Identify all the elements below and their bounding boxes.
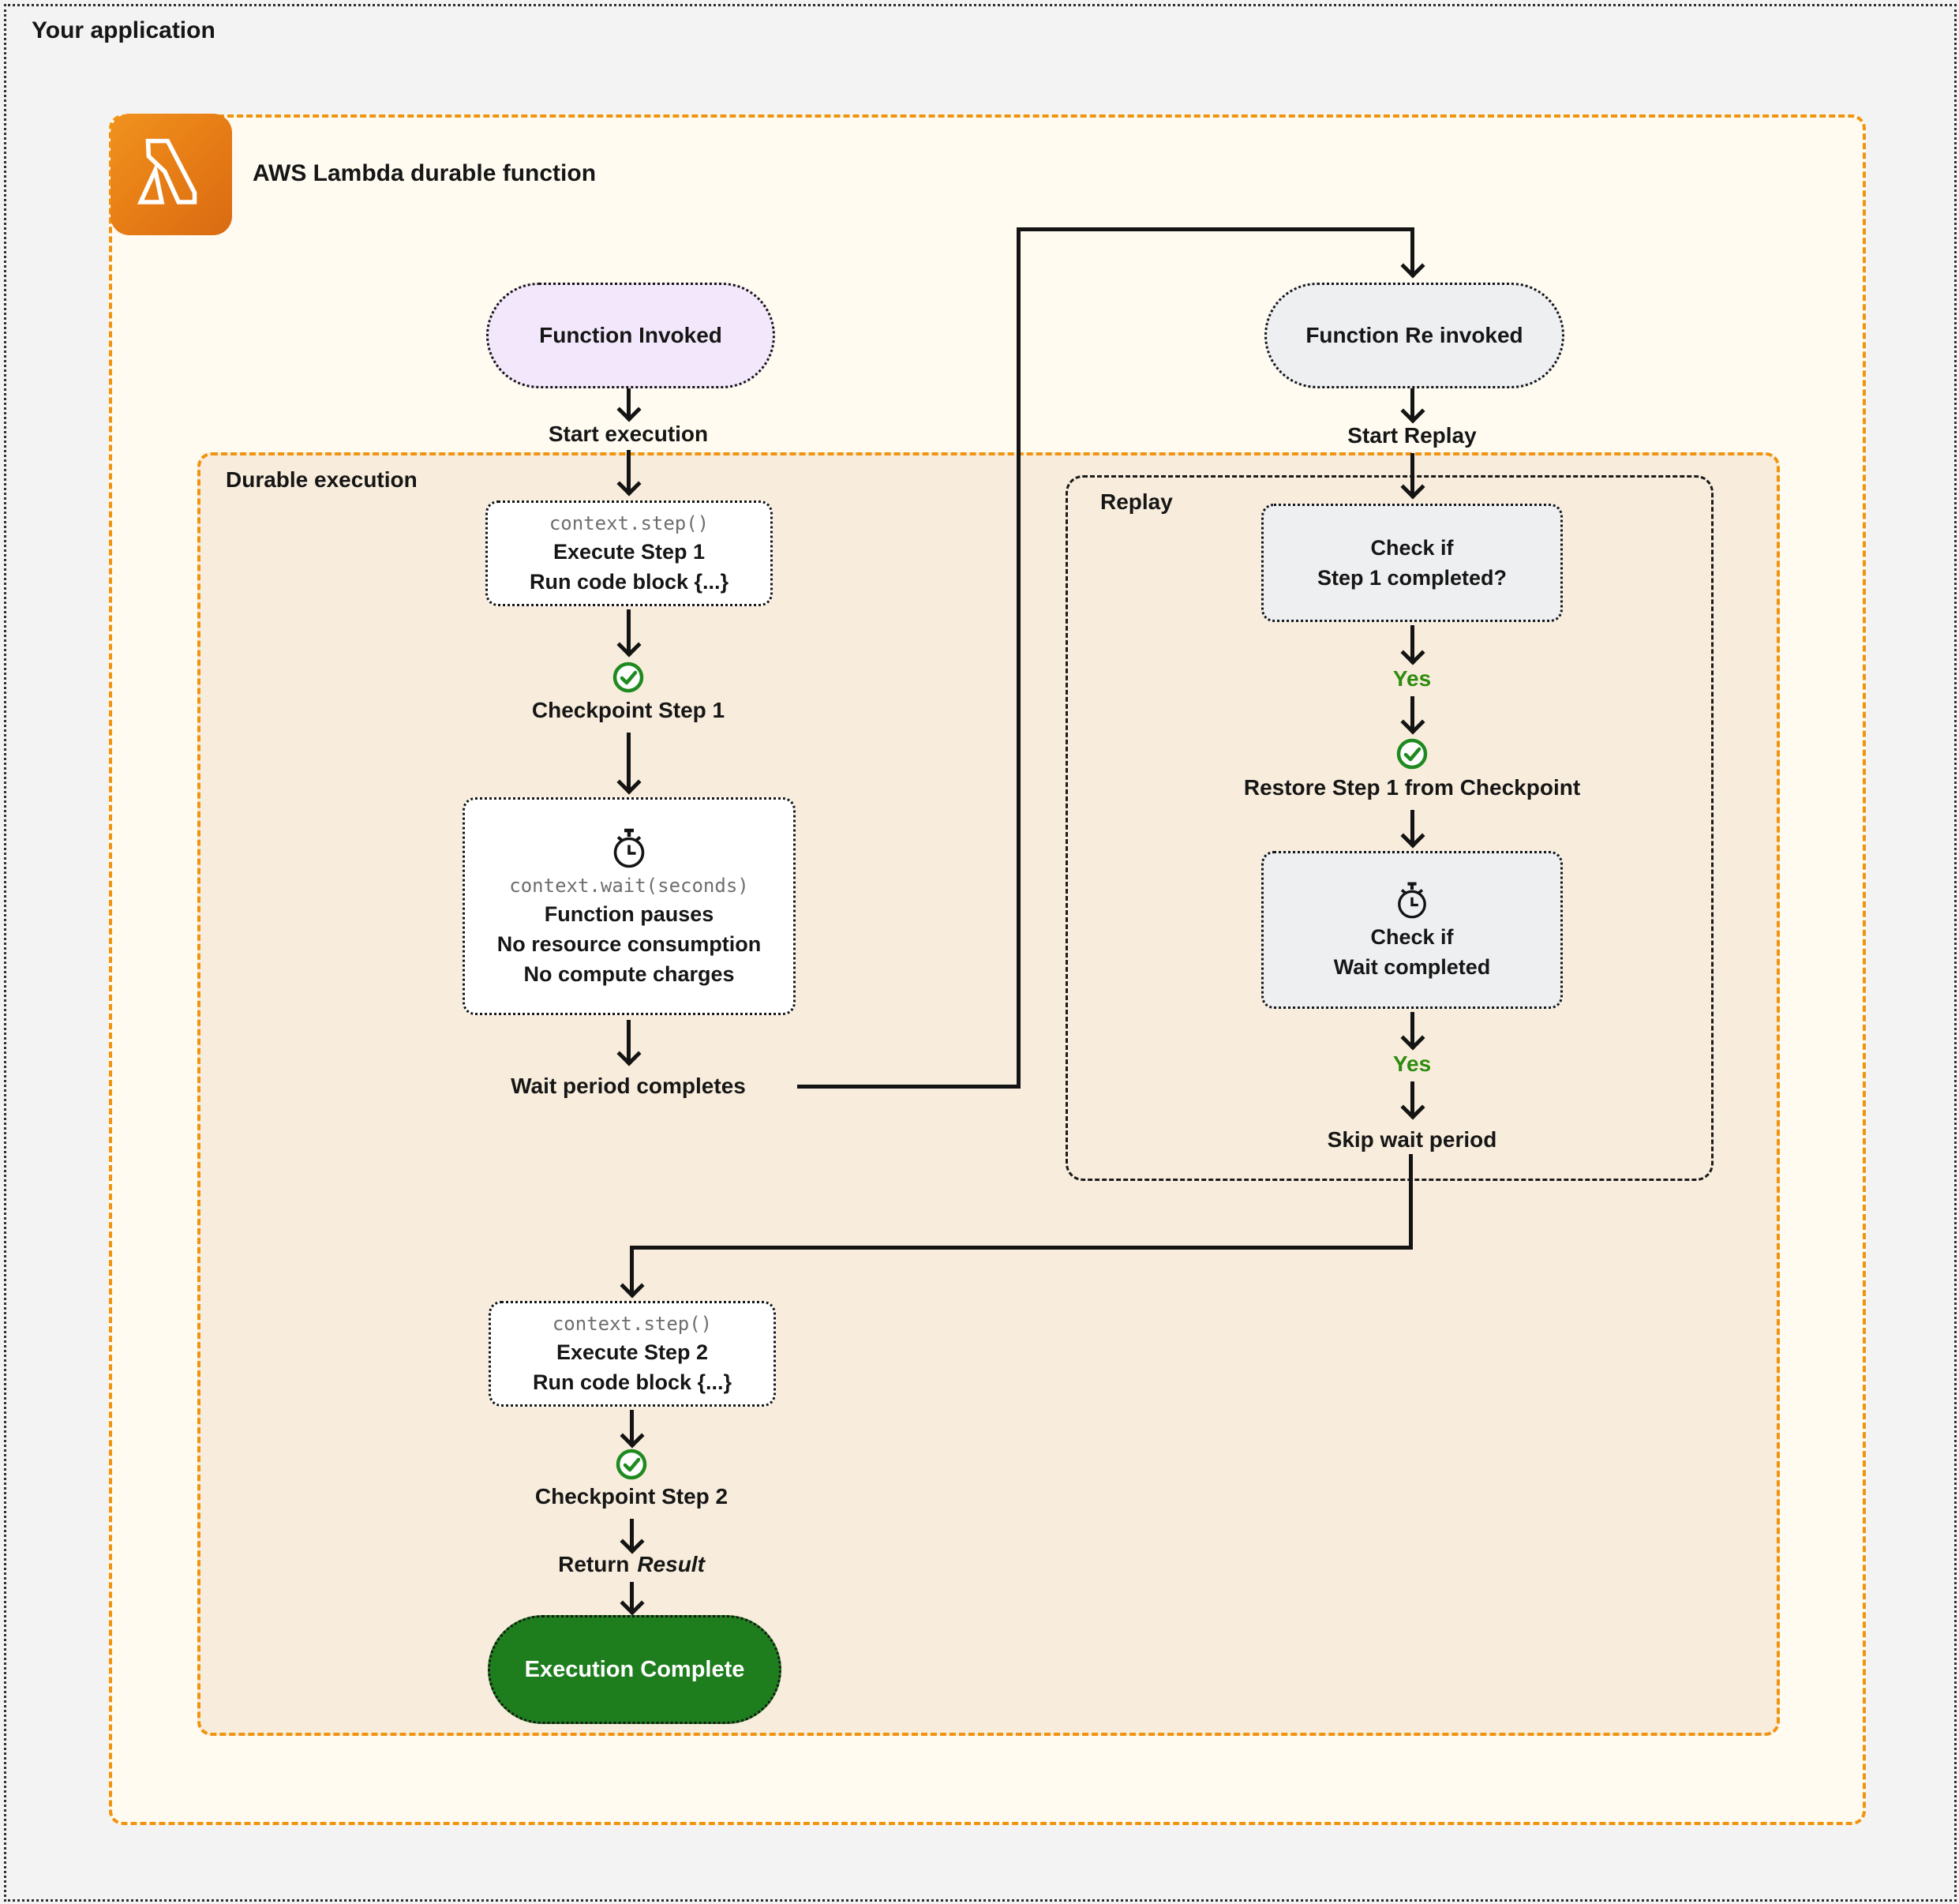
durable-execution-container <box>197 452 1780 1736</box>
arrow-return-to-complete <box>630 1582 634 1610</box>
step2-subtitle: Run code block {...} <box>532 1370 732 1394</box>
check-step1-line2: Step 1 completed? <box>1317 565 1508 590</box>
node-check-step1-completed: Check if Step 1 completed? <box>1261 504 1563 622</box>
label-yes-1: Yes <box>1392 666 1432 691</box>
return-word: Return <box>558 1552 630 1576</box>
arrow-into-step2 <box>630 1250 634 1293</box>
wait-line1: Function pauses <box>544 901 714 926</box>
arrow-step2-to-checkpoint2 <box>630 1410 634 1443</box>
label-skip-wait-period: Skip wait period <box>1327 1127 1497 1152</box>
connector-bottom-horizontal <box>630 1246 1413 1250</box>
your-application-title: Your application <box>32 17 215 43</box>
arrow-checkpoint1-to-wait <box>627 733 631 789</box>
label-restore-step1: Restore Step 1 from Checkpoint <box>1243 775 1581 800</box>
label-start-execution: Start execution <box>548 422 709 446</box>
arrow-restore-to-checkwait <box>1410 810 1414 843</box>
step2-code: context.step() <box>552 1313 713 1335</box>
label-yes-2: Yes <box>1392 1051 1432 1076</box>
node-execute-step1: context.step() Execute Step 1 Run code b… <box>485 500 773 606</box>
arrow-reinvoked-to-replaylabel <box>1410 385 1414 418</box>
node-execute-step2: context.step() Execute Step 2 Run code b… <box>489 1301 776 1407</box>
check-wait-line1: Check if <box>1370 925 1454 949</box>
arrow-wait-to-completes <box>627 1020 631 1061</box>
arrow-checkwait-to-yes2 <box>1410 1012 1414 1045</box>
lambda-glyph <box>137 138 197 204</box>
restore-check-icon <box>1395 737 1429 770</box>
node-check-wait-completed: Check if Wait completed <box>1261 851 1563 1009</box>
return-value: Result <box>637 1552 705 1576</box>
checkpoint2-check-icon <box>615 1448 648 1481</box>
label-start-replay: Start Replay <box>1347 423 1477 448</box>
label-checkpoint-step2: Checkpoint Step 2 <box>534 1484 729 1509</box>
label-return-result: Return Result <box>558 1552 705 1577</box>
stopwatch-icon <box>608 826 650 869</box>
step1-code: context.step() <box>549 512 710 534</box>
arrow-check1-to-yes1 <box>1410 625 1414 660</box>
connector-wait-to-riser <box>797 1085 1018 1089</box>
wait-line3: No compute charges <box>523 961 735 986</box>
node-context-wait: context.wait(seconds) Function pauses No… <box>463 797 796 1015</box>
step1-title: Execute Step 1 <box>552 540 706 564</box>
node-execution-complete: Execution Complete <box>488 1615 781 1724</box>
replay-label: Replay <box>1100 489 1173 514</box>
stopwatch-icon-replay <box>1392 880 1432 920</box>
arrow-into-reinvoked <box>1410 230 1414 273</box>
check-step1-line1: Check if <box>1370 535 1454 560</box>
arrow-invoked-to-start <box>627 384 631 417</box>
arrow-checkpoint2-to-return <box>630 1519 634 1549</box>
node-function-reinvoked: Function Re invoked <box>1264 283 1564 388</box>
label-checkpoint-step1: Checkpoint Step 1 <box>531 698 725 722</box>
arrow-step1-to-checkpoint1 <box>627 609 631 652</box>
wait-code: context.wait(seconds) <box>509 874 749 897</box>
aws-lambda-title: AWS Lambda durable function <box>253 160 597 186</box>
check-wait-line2: Wait completed <box>1333 955 1491 979</box>
connector-riser <box>1017 227 1021 1089</box>
connector-top-horizontal <box>1017 227 1414 231</box>
checkpoint1-check-icon <box>612 661 645 694</box>
connector-replay-exit <box>1409 1154 1413 1250</box>
label-wait-period-completes: Wait period completes <box>511 1074 746 1098</box>
arrow-yes2-to-skip <box>1410 1081 1414 1115</box>
arrow-start-to-step1 <box>627 450 631 491</box>
arrow-startreplay-to-check1 <box>1410 453 1414 494</box>
node-function-invoked: Function Invoked <box>486 283 775 388</box>
durable-execution-label: Durable execution <box>226 467 418 492</box>
wait-line2: No resource consumption <box>496 931 762 956</box>
aws-lambda-icon <box>110 114 232 235</box>
replay-container <box>1066 475 1714 1181</box>
step1-subtitle: Run code block {...} <box>529 570 729 594</box>
step2-title: Execute Step 2 <box>556 1340 709 1364</box>
arrow-yes1-to-restore <box>1410 696 1414 729</box>
